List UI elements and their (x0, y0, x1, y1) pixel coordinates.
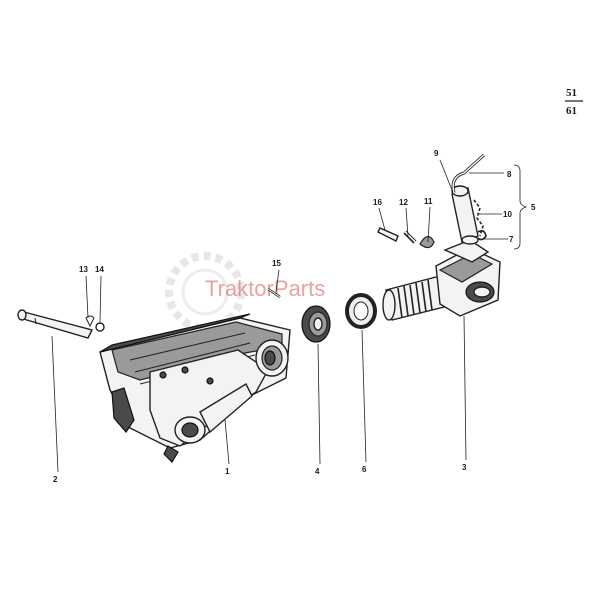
callout-6: 6 (362, 465, 367, 474)
group-brace-5 (513, 164, 528, 250)
part-3-threaded-yoke (382, 239, 501, 321)
leader-1 (224, 419, 230, 465)
watermark (165, 252, 245, 332)
callout-8: 8 (507, 170, 512, 179)
callout-5: 5 (531, 203, 536, 212)
callout-2: 2 (53, 475, 58, 484)
leader-14 (99, 275, 102, 323)
callout-15: 15 (272, 259, 281, 268)
callout-13: 13 (79, 265, 88, 274)
callout-7: 7 (509, 235, 514, 244)
leader-6 (361, 329, 367, 463)
callout-12: 12 (399, 198, 408, 207)
leader-2 (51, 335, 59, 473)
part-2-pin (17, 309, 94, 339)
leader-3 (463, 315, 467, 461)
part-6-ring (345, 293, 377, 329)
leader-9 (439, 159, 453, 191)
watermark-text: TraktorParts (205, 276, 325, 301)
callout-4: 4 (315, 467, 320, 476)
callout-1: 1 (225, 467, 230, 476)
part-16-pin (377, 227, 399, 242)
leader-15 (275, 269, 280, 293)
leader-4 (317, 343, 321, 465)
callout-16: 16 (373, 198, 382, 207)
page-ref-bottom: 61 (566, 105, 577, 117)
callout-3: 3 (462, 463, 467, 472)
watermark-gear-icon (165, 252, 245, 332)
part-7-clip (477, 229, 487, 241)
part-1-bracket-housing (99, 313, 291, 463)
part-13-clip (85, 315, 95, 328)
leader-11 (427, 206, 431, 243)
callout-9: 9 (434, 149, 439, 158)
part-4-bushing (301, 305, 331, 343)
callout-14: 14 (95, 265, 104, 274)
page-ref-top: 51 (566, 87, 577, 99)
leader-16 (378, 207, 386, 231)
part-10-chain (473, 199, 484, 237)
leader-13 (85, 275, 89, 319)
part-14-ring (95, 322, 105, 332)
leader-12 (405, 207, 409, 237)
callout-11: 11 (424, 197, 433, 206)
part-12-split-pin (403, 230, 417, 244)
part-11-spring-clip (419, 235, 435, 249)
part-9-locking-pin (451, 153, 486, 245)
callout-10: 10 (503, 210, 512, 219)
part-15-small-pin (267, 288, 281, 298)
